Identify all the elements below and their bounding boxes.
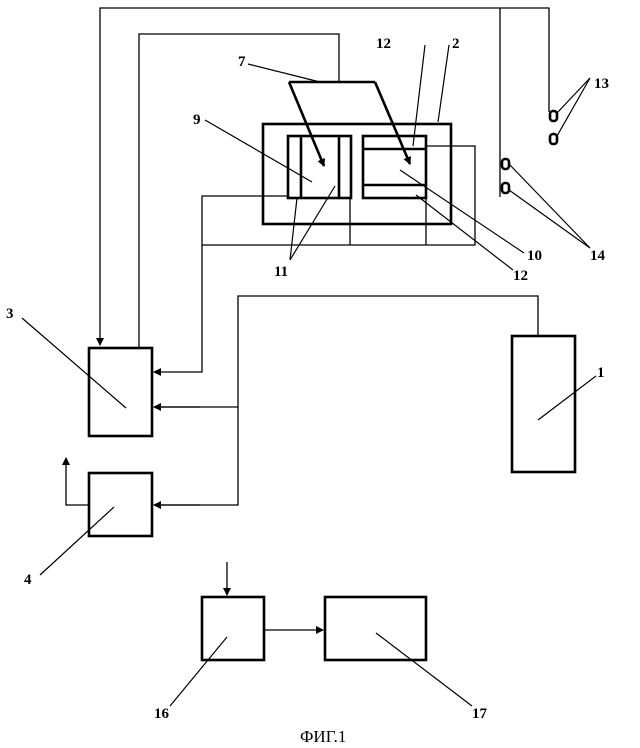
element-10 xyxy=(363,136,426,198)
block-1 xyxy=(512,336,575,472)
wire-1 xyxy=(154,296,538,505)
block-4 xyxy=(89,473,152,536)
block-17 xyxy=(325,597,426,660)
plates-12 xyxy=(363,149,426,185)
label-14: 14 xyxy=(590,248,606,264)
block-16 xyxy=(202,597,264,660)
block-2 xyxy=(263,124,451,224)
label-12-bottom: 12 xyxy=(513,268,528,284)
block-3 xyxy=(89,348,152,436)
label-1: 1 xyxy=(597,365,605,381)
label-12-top: 12 xyxy=(376,36,391,52)
element-14a xyxy=(502,159,509,169)
element-13b xyxy=(550,134,557,144)
output-4 xyxy=(66,458,89,505)
label-9: 9 xyxy=(193,112,201,128)
label-10: 10 xyxy=(527,248,542,264)
element-13a xyxy=(550,111,557,121)
label-16: 16 xyxy=(154,706,170,722)
label-7: 7 xyxy=(238,54,246,70)
leader-lines xyxy=(22,45,596,706)
figure-caption: ФИГ.1 xyxy=(300,727,346,746)
element-9 xyxy=(288,136,351,198)
wire-9-to-3 xyxy=(154,196,288,372)
element-14b xyxy=(502,183,509,193)
label-2: 2 xyxy=(452,36,460,52)
label-17: 17 xyxy=(472,706,488,722)
label-4: 4 xyxy=(24,572,32,588)
wire-top xyxy=(100,8,549,345)
label-3: 3 xyxy=(6,306,14,322)
label-13: 13 xyxy=(594,76,609,92)
label-11: 11 xyxy=(274,264,288,280)
